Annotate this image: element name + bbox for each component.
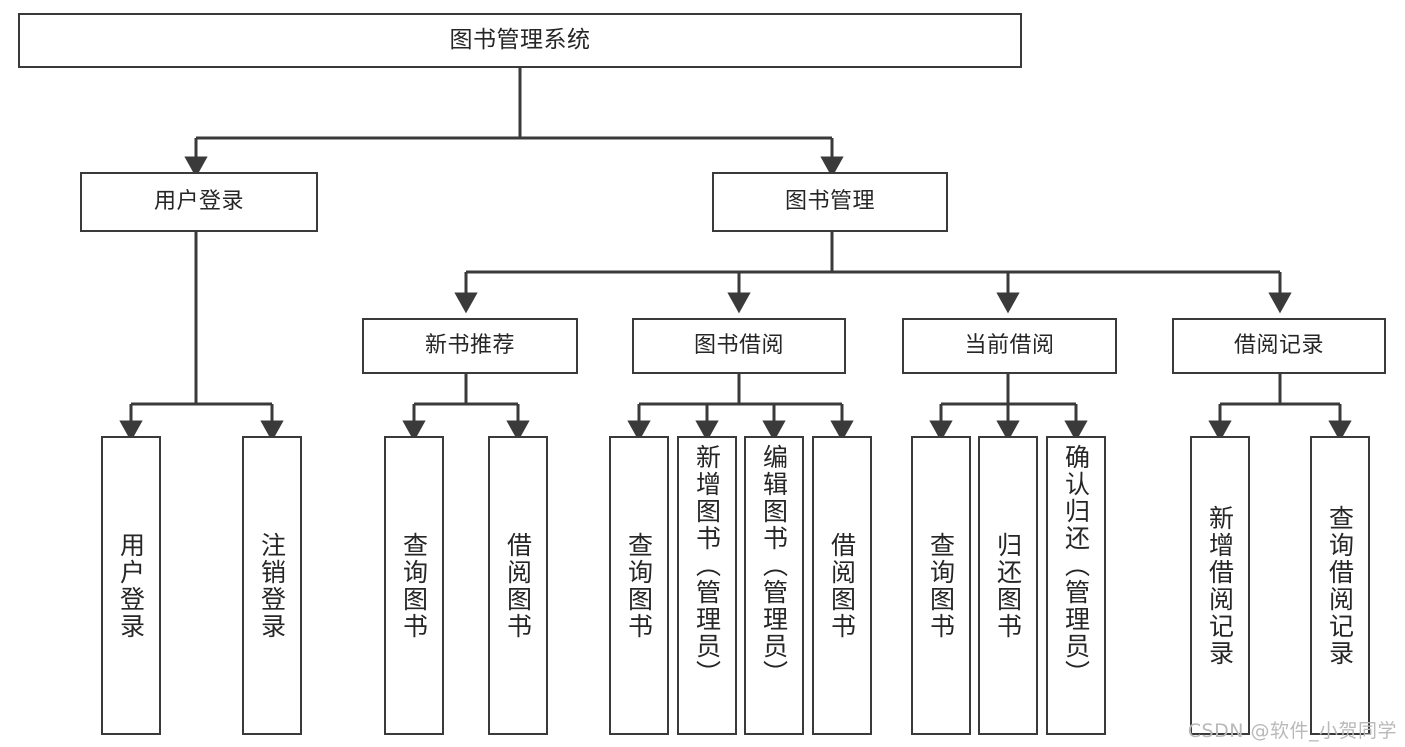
leaf-logout[interactable]: 注销登录 xyxy=(242,436,302,735)
node-new-book-recommend-label: 新书推荐 xyxy=(424,332,515,358)
node-user-login[interactable]: 用户登录 xyxy=(80,172,318,232)
leaf-logout-label: 注销登录 xyxy=(257,531,287,640)
leaf-query-book-3[interactable]: 查询图书 xyxy=(911,436,971,735)
leaf-add-record[interactable]: 新增借阅记录 xyxy=(1190,436,1250,735)
leaf-confirm-return-label: 确认归还（管理员） xyxy=(1061,444,1091,687)
node-current-borrow[interactable]: 当前借阅 xyxy=(902,318,1117,374)
node-borrow-record[interactable]: 借阅记录 xyxy=(1172,318,1386,374)
leaf-add-book[interactable]: 新增图书（管理员） xyxy=(677,436,737,735)
leaf-edit-book-label: 编辑图书（管理员） xyxy=(759,444,789,687)
node-user-login-label: 用户登录 xyxy=(153,188,244,214)
node-root[interactable]: 图书管理系统 xyxy=(18,13,1022,68)
leaf-query-book-3-label: 查询图书 xyxy=(926,531,956,640)
leaf-query-book-2-label: 查询图书 xyxy=(624,531,654,640)
node-book-borrow[interactable]: 图书借阅 xyxy=(632,318,846,374)
node-borrow-record-label: 借阅记录 xyxy=(1233,332,1324,358)
leaf-return-book-label: 归还图书 xyxy=(993,531,1023,640)
leaf-user-login[interactable]: 用户登录 xyxy=(101,436,161,735)
leaf-borrow-book-1[interactable]: 借阅图书 xyxy=(488,436,548,735)
leaf-user-login-label: 用户登录 xyxy=(116,531,146,640)
leaf-query-record[interactable]: 查询借阅记录 xyxy=(1310,436,1370,735)
leaf-query-book-2[interactable]: 查询图书 xyxy=(609,436,669,735)
node-current-borrow-label: 当前借阅 xyxy=(964,332,1055,358)
leaf-return-book[interactable]: 归还图书 xyxy=(978,436,1038,735)
leaf-query-record-label: 查询借阅记录 xyxy=(1325,504,1355,667)
leaf-edit-book[interactable]: 编辑图书（管理员） xyxy=(744,436,804,735)
leaf-query-book-1[interactable]: 查询图书 xyxy=(384,436,444,735)
leaf-confirm-return[interactable]: 确认归还（管理员） xyxy=(1046,436,1106,735)
leaf-query-book-1-label: 查询图书 xyxy=(399,531,429,640)
node-root-label: 图书管理系统 xyxy=(449,26,591,53)
leaf-borrow-book-1-label: 借阅图书 xyxy=(503,531,533,640)
node-book-borrow-label: 图书借阅 xyxy=(693,332,784,358)
leaf-borrow-book-2[interactable]: 借阅图书 xyxy=(812,436,872,735)
leaf-add-record-label: 新增借阅记录 xyxy=(1205,504,1235,667)
node-book-manage[interactable]: 图书管理 xyxy=(712,172,948,232)
leaf-add-book-label: 新增图书（管理员） xyxy=(692,444,722,687)
leaf-borrow-book-2-label: 借阅图书 xyxy=(827,531,857,640)
node-book-manage-label: 图书管理 xyxy=(784,188,875,214)
node-new-book-recommend[interactable]: 新书推荐 xyxy=(362,318,578,374)
